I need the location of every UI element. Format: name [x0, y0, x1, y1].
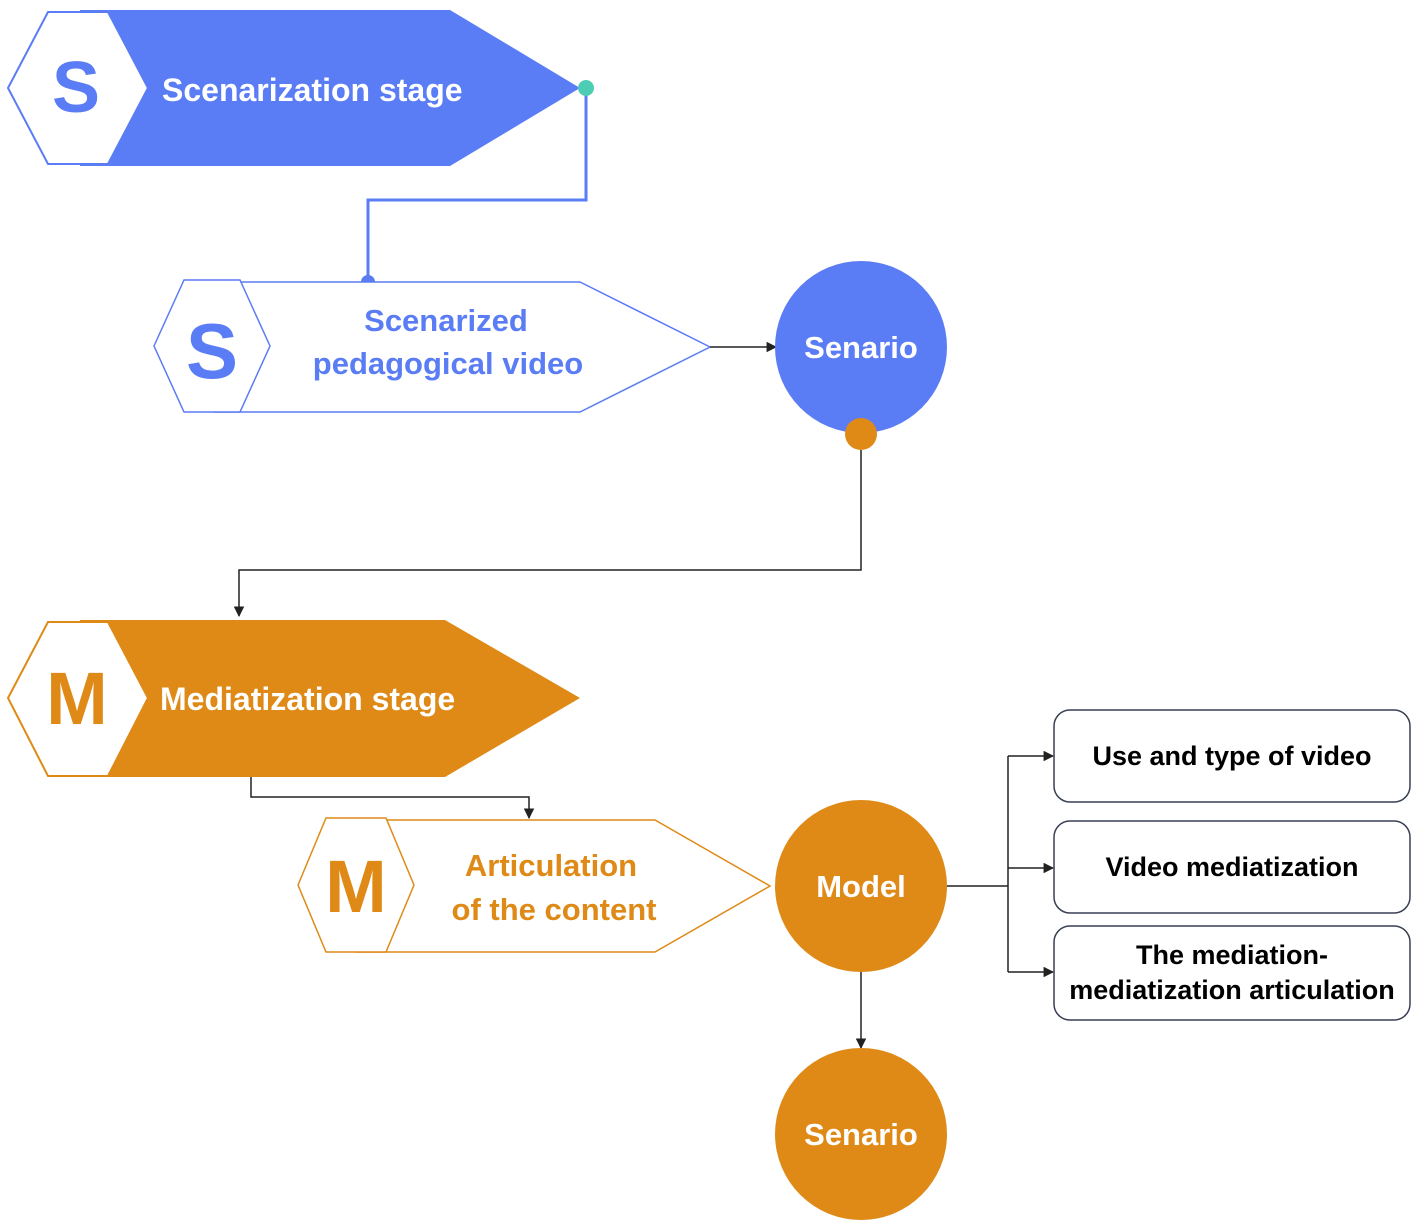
stage-s-hexagon — [6, 11, 150, 165]
output-box-1 — [1053, 709, 1411, 803]
step-m-line2: of the content — [452, 892, 657, 927]
stage-m-letter: M — [46, 657, 108, 740]
step-s-line2: pedagogical video — [313, 346, 583, 381]
output-box-2 — [1053, 820, 1411, 914]
stage-m-hexagon — [6, 621, 150, 777]
step-s-line1: Scenarized — [364, 303, 528, 338]
articulation-step: M Articulation of the content — [297, 817, 772, 953]
step-s-hexagon — [153, 279, 271, 413]
senario-top-label: Senario — [804, 330, 918, 365]
step-m-hexagon — [297, 817, 415, 953]
senario-circle-bottom: Senario — [775, 1048, 947, 1220]
scenarization-stage-banner: S Scenarization stage — [6, 10, 580, 166]
connector-mediatization-to-step — [250, 777, 535, 820]
connector-stage-s-to-step — [366, 88, 588, 282]
output-label-2: Video mediatization — [1105, 851, 1359, 882]
stage-s-title: Scenarization stage — [162, 72, 463, 108]
output-branches — [947, 750, 1055, 978]
senario-circle-top: Senario — [775, 261, 947, 433]
step-s-letter: S — [186, 307, 238, 395]
output-box-3 — [1053, 925, 1411, 1021]
connector-senario-to-mediatization — [233, 450, 862, 618]
output-label-1: Use and type of video — [1092, 740, 1372, 771]
senario-bottom-label: Senario — [804, 1117, 918, 1152]
mediatization-stage-banner: M Mediatization stage — [6, 620, 580, 777]
stage-m-title: Mediatization stage — [160, 681, 455, 717]
stage-s-letter: S — [52, 48, 100, 128]
step-m-letter: M — [325, 845, 387, 928]
model-label: Model — [816, 869, 906, 904]
scenarized-video-step: S Scenarized pedagogical video — [153, 279, 712, 413]
output-label-3: The mediation-mediatization articulation — [1069, 940, 1395, 1005]
senario-output-dot — [845, 418, 877, 450]
connector-dot-teal — [578, 80, 594, 96]
step-m-line1: Articulation — [465, 848, 637, 883]
model-circle: Model — [775, 800, 947, 972]
